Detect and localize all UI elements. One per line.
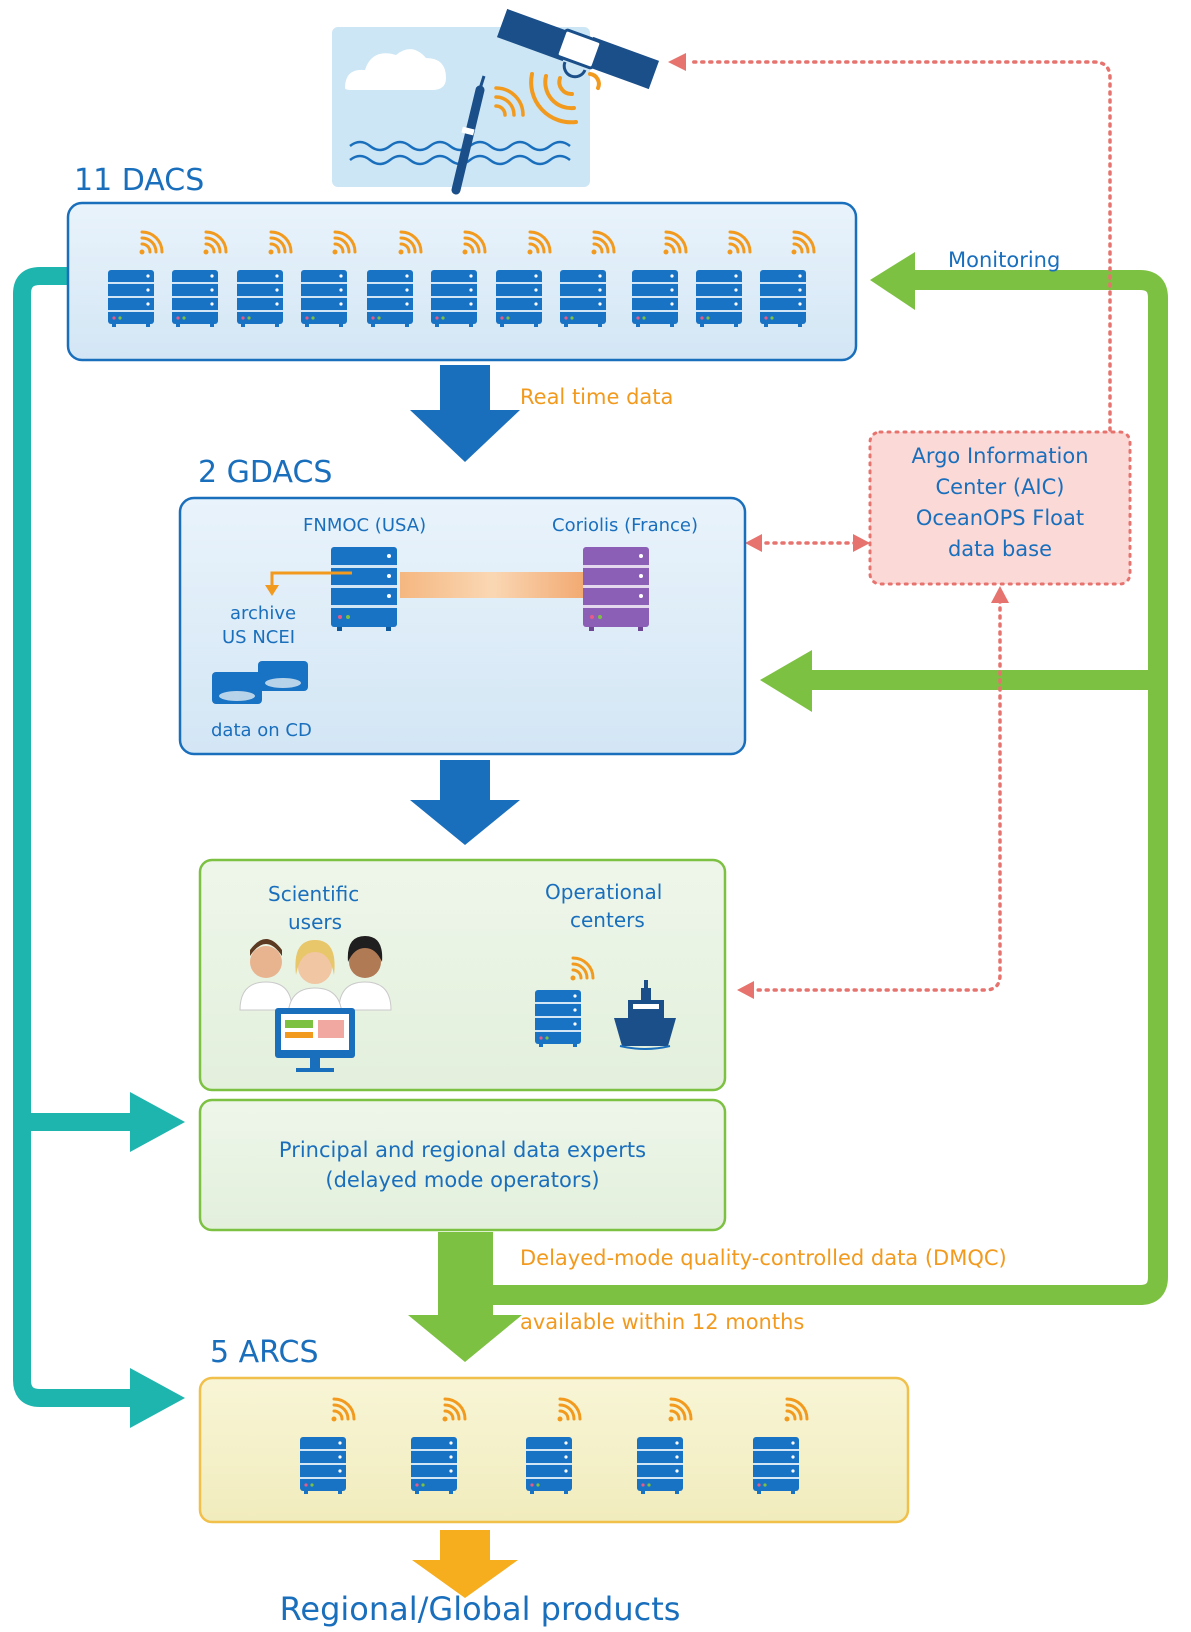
data-beam bbox=[400, 572, 585, 598]
archive-label-line1: archive bbox=[230, 603, 297, 624]
aic-box bbox=[868, 430, 1132, 586]
server-icon bbox=[526, 1437, 572, 1494]
aic-line1: Argo Information bbox=[911, 444, 1089, 468]
realtime-label: Real time data bbox=[520, 385, 674, 409]
archive-label-line2: US NCEI bbox=[222, 627, 296, 648]
server-icon bbox=[637, 1437, 683, 1494]
server-icon bbox=[753, 1437, 799, 1494]
experts-line2: (delayed mode operators) bbox=[325, 1168, 600, 1192]
operational-centers-line1: Operational bbox=[545, 880, 663, 904]
wifi-signal-icon bbox=[667, 1397, 693, 1423]
wifi-signal-icon bbox=[556, 1397, 582, 1423]
teal-feedback-line bbox=[13, 267, 185, 1428]
float-signal-icon bbox=[494, 86, 525, 117]
blue-arrow-realtime bbox=[410, 365, 520, 462]
data-cd-label: data on CD bbox=[211, 720, 312, 741]
cd-drive-icon bbox=[212, 661, 308, 704]
satellite-icon bbox=[496, 8, 660, 90]
experts-line1: Principal and regional data experts bbox=[278, 1138, 647, 1162]
green-arrow-dacs bbox=[870, 252, 915, 310]
dotted-arrow-satellite bbox=[668, 53, 686, 71]
dotted-arrow-aic-up bbox=[991, 586, 1009, 603]
server-icon bbox=[300, 1437, 346, 1494]
ship-icon bbox=[614, 980, 676, 1050]
green-monitoring-line bbox=[490, 252, 1168, 1305]
dotted-arrow-aic-left bbox=[853, 534, 870, 552]
scientific-users-line2: users bbox=[288, 910, 343, 934]
server-icon bbox=[411, 1437, 457, 1494]
archive-arrow bbox=[270, 571, 352, 588]
wifi-signal-icon bbox=[330, 1397, 356, 1423]
operational-centers-line2: centers bbox=[570, 908, 645, 932]
monitor-icon bbox=[275, 1008, 355, 1072]
scientific-users-line1: Scientific bbox=[268, 882, 360, 906]
teal-arrow-experts bbox=[130, 1092, 185, 1152]
teal-arrow-arcs bbox=[130, 1368, 185, 1428]
satellite-signal-icon bbox=[529, 72, 601, 125]
dacs-title: 11 DACS bbox=[74, 163, 205, 198]
fnmoc-label: FNMOC (USA) bbox=[303, 515, 427, 536]
available-label: available within 12 months bbox=[520, 1310, 805, 1334]
aic-line4: data base bbox=[947, 537, 1053, 561]
dmqc-label: Delayed-mode quality-controlled data (DM… bbox=[520, 1246, 1007, 1270]
experts-box bbox=[198, 1098, 727, 1232]
products-label: Regional/Global products bbox=[279, 1590, 681, 1628]
ocean-panel bbox=[332, 27, 601, 195]
green-arrow-arcs bbox=[408, 1232, 522, 1362]
dotted-arrow-users bbox=[737, 981, 754, 999]
orange-arrow-products bbox=[412, 1530, 518, 1598]
coriolis-label: Coriolis (France) bbox=[552, 515, 698, 536]
blue-arrow-users bbox=[410, 760, 520, 845]
aic-line3: OceanOPS Float bbox=[915, 506, 1085, 530]
dotted-arrow-gdacs-left bbox=[745, 534, 762, 552]
green-arrow-gdacs bbox=[760, 650, 812, 712]
wifi-signal-icon bbox=[441, 1397, 467, 1423]
gdacs-title: 2 GDACS bbox=[198, 455, 333, 490]
arcs-title: 5 ARCS bbox=[210, 1335, 319, 1370]
dotted-aic-links bbox=[688, 60, 1112, 992]
monitoring-label: Monitoring bbox=[948, 248, 1061, 272]
aic-line2: Center (AIC) bbox=[935, 475, 1065, 499]
wifi-signal-icon bbox=[783, 1397, 809, 1423]
argo-float-icon bbox=[451, 75, 486, 195]
cloud-icon bbox=[345, 49, 446, 90]
